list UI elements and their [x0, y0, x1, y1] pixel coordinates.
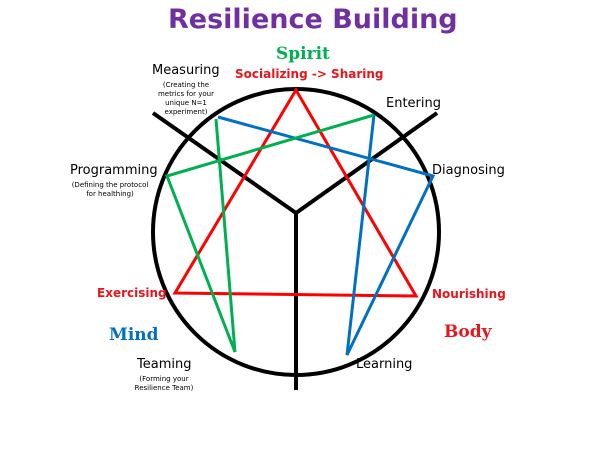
node-nourishing: Nourishing: [432, 287, 506, 301]
node-learning: Learning: [356, 357, 413, 372]
node-socializing: Socializing -> Sharing: [235, 67, 384, 81]
green-path: [165, 113, 375, 353]
y-arm-right: [294, 111, 439, 215]
y-arm-left: [151, 111, 298, 215]
node-exercising: Exercising: [97, 286, 167, 300]
red-triangle: [172, 87, 419, 298]
node-programming-desc: (Defining the protocol for healthing): [71, 181, 149, 198]
node-diagnosing: Diagnosing: [432, 163, 505, 178]
node-entering: Entering: [386, 96, 441, 111]
group-mind: Mind: [109, 325, 159, 345]
node-programming: Programming: [70, 163, 158, 178]
group-spirit: Spirit: [276, 44, 330, 64]
node-measuring: Measuring: [152, 63, 220, 78]
node-measuring-desc: (Creating the metrics for your unique N=…: [157, 81, 214, 116]
node-teaming-desc: (Forming your Resilience Team): [134, 375, 194, 392]
node-teaming: Teaming: [137, 357, 192, 372]
group-body: Body: [444, 322, 492, 342]
blue-path: [217, 114, 436, 356]
page-title: Resilience Building: [168, 4, 458, 35]
